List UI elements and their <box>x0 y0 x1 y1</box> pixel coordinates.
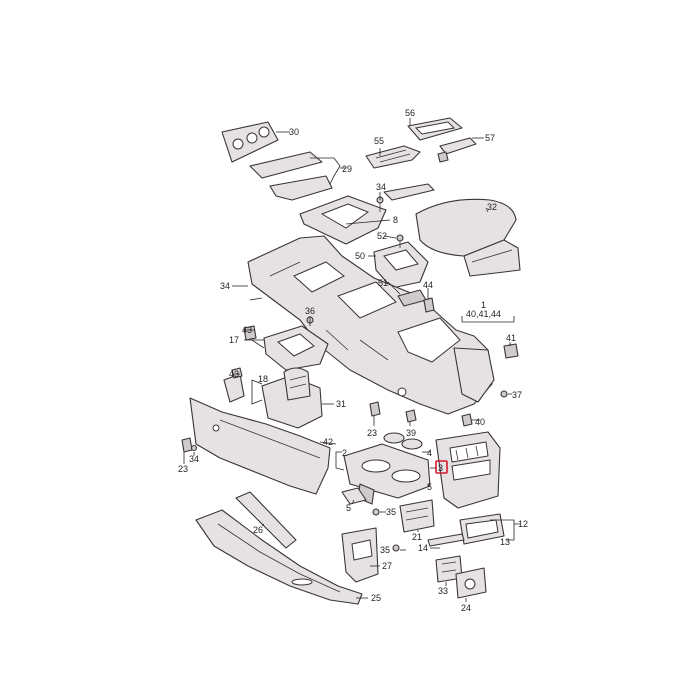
callout-1[interactable]: 1 <box>481 300 486 310</box>
callout-17[interactable]: 17 <box>229 335 239 345</box>
part-small-bracket[interactable] <box>383 183 435 201</box>
callout-50[interactable]: 50 <box>355 251 365 261</box>
part-trim-14[interactable] <box>427 533 465 547</box>
callout-43-upper[interactable]: 43 <box>242 325 252 335</box>
part-screw-37[interactable] <box>500 390 508 398</box>
part-clip-52[interactable] <box>396 234 404 248</box>
callout-labels: 30 29 34 8 55 56 57 32 52 50 51 44 34 1 … <box>178 108 528 613</box>
callout-55[interactable]: 55 <box>374 136 384 146</box>
callout-32[interactable]: 32 <box>487 202 497 212</box>
part-switch-module-24[interactable] <box>455 567 487 599</box>
callout-34-left[interactable]: 34 <box>189 454 199 464</box>
part-bracket-21[interactable] <box>399 499 435 533</box>
part-cap-5[interactable] <box>341 487 367 505</box>
callout-41[interactable]: 41 <box>506 333 516 343</box>
part-side-trim-panel[interactable] <box>189 397 331 495</box>
callout-24[interactable]: 24 <box>461 603 471 613</box>
part-bracket-27[interactable] <box>341 527 379 583</box>
part-screw-35-upper[interactable] <box>372 508 380 516</box>
part-gear-shifter[interactable] <box>261 367 323 429</box>
part-storage-box[interactable] <box>373 241 429 289</box>
callout-33[interactable]: 33 <box>438 586 448 596</box>
part-shift-bracket[interactable] <box>263 325 329 371</box>
part-clip-44[interactable] <box>423 297 435 313</box>
callout-18[interactable]: 18 <box>258 374 268 384</box>
part-clip-23-left[interactable] <box>181 437 193 453</box>
callout-26[interactable]: 26 <box>253 525 263 535</box>
callout-12[interactable]: 12 <box>518 519 528 529</box>
part-screw-34-left[interactable] <box>190 444 198 452</box>
part-switch-panel[interactable] <box>365 145 421 169</box>
callout-57[interactable]: 57 <box>485 133 495 143</box>
callout-52[interactable]: 52 <box>377 231 387 241</box>
callout-40-41-44[interactable]: 40,41,44 <box>466 309 501 319</box>
callout-56[interactable]: 56 <box>405 108 415 118</box>
callout-34-mid[interactable]: 34 <box>220 281 230 291</box>
callout-23-left[interactable]: 23 <box>178 464 188 474</box>
callout-35-upper[interactable]: 35 <box>386 507 396 517</box>
callout-14[interactable]: 14 <box>418 543 428 553</box>
callout-5-left[interactable]: 5 <box>346 503 351 513</box>
part-clip-43-lower[interactable] <box>231 367 243 379</box>
part-tray-56[interactable] <box>407 117 463 141</box>
callout-35-lower[interactable]: 35 <box>380 545 390 555</box>
part-screw-35-lower[interactable] <box>392 544 400 552</box>
callout-30[interactable]: 30 <box>289 127 299 137</box>
part-clip-23-center[interactable] <box>369 401 381 417</box>
part-harness-57[interactable] <box>437 137 477 163</box>
callout-8[interactable]: 8 <box>393 215 398 225</box>
leader-lines <box>183 118 520 602</box>
callout-25[interactable]: 25 <box>371 593 381 603</box>
callout-27[interactable]: 27 <box>382 561 392 571</box>
part-cup-rings[interactable] <box>383 432 423 450</box>
part-rear-vent-panel[interactable] <box>435 431 501 509</box>
callout-2[interactable]: 2 <box>342 448 347 458</box>
callout-37[interactable]: 37 <box>512 390 522 400</box>
part-display-13[interactable] <box>459 513 505 545</box>
part-center-console-body[interactable] <box>247 235 495 415</box>
callout-13[interactable]: 13 <box>500 537 510 547</box>
part-lower-trim-25[interactable] <box>195 509 363 605</box>
part-climate-panel[interactable] <box>221 121 279 163</box>
callout-40[interactable]: 40 <box>475 417 485 427</box>
part-clip-39[interactable] <box>405 409 417 423</box>
part-clip-40[interactable] <box>461 413 473 427</box>
callout-34-top[interactable]: 34 <box>376 182 386 192</box>
callout-5-right[interactable]: 5 <box>427 482 432 492</box>
callout-44[interactable]: 44 <box>423 280 433 290</box>
part-clip-43-upper[interactable] <box>243 325 257 341</box>
callout-23-center[interactable]: 23 <box>367 428 377 438</box>
callout-51[interactable]: 51 <box>378 278 388 288</box>
part-trim-panels[interactable] <box>249 151 333 201</box>
part-trim-strip-26[interactable] <box>235 491 297 549</box>
part-armrest[interactable] <box>415 198 521 277</box>
callout-29[interactable]: 29 <box>342 164 352 174</box>
callout-highlight-box <box>435 460 448 474</box>
part-shift-trim-frame[interactable] <box>299 195 387 245</box>
callout-39[interactable]: 39 <box>406 428 416 438</box>
callout-31[interactable]: 31 <box>336 399 346 409</box>
callout-3[interactable]: 3 <box>438 463 443 473</box>
part-clip-41[interactable] <box>503 343 519 359</box>
callout-36[interactable]: 36 <box>305 306 315 316</box>
callout-4[interactable]: 4 <box>427 448 432 458</box>
callout-43-lower[interactable]: 43 <box>229 369 239 379</box>
callout-21[interactable]: 21 <box>412 532 422 542</box>
callout-42[interactable]: 42 <box>323 437 333 447</box>
part-cup-holder[interactable] <box>343 443 431 505</box>
